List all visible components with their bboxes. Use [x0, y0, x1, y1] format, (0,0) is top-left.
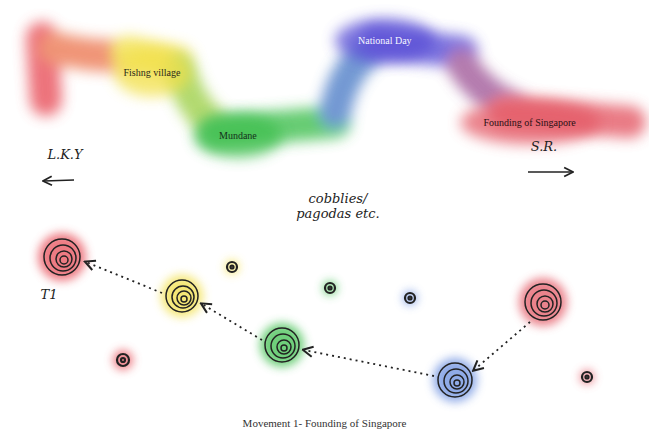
- blob-fill: [114, 48, 191, 96]
- blob-label: National Day: [352, 31, 418, 51]
- blob-label: Founding of Singapore: [478, 113, 582, 133]
- figure-caption: Movement 1- Founding of Singapore: [0, 417, 649, 429]
- handwritten-note: S.R.: [522, 140, 566, 155]
- blob-fill: [194, 113, 282, 157]
- color-blob: Mundane: [213, 125, 263, 146]
- color-blob: Founding of Singapore: [478, 112, 583, 133]
- handwritten-note: L.K.Y: [40, 148, 90, 163]
- color-blob: National Day: [352, 30, 418, 51]
- blob-label: Mundane: [213, 126, 263, 146]
- blob-label: Fishng village: [118, 63, 187, 83]
- handwritten-note: cobblies/ pagodas etc.: [288, 192, 388, 222]
- blob-fill: [460, 100, 600, 144]
- handwritten-note: T1: [34, 288, 64, 303]
- color-blob: Fishng village: [118, 62, 187, 83]
- blob-fill: [335, 18, 435, 62]
